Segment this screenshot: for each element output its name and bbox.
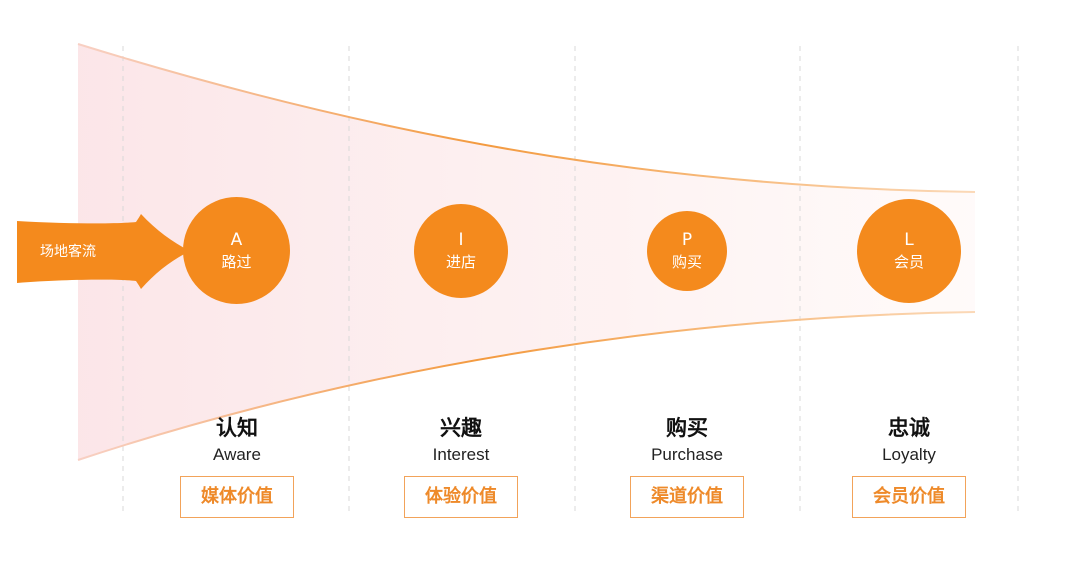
stage-info-interest: 兴趣 Interest 体验价值 [371, 414, 551, 518]
stage-title: 忠诚 [888, 416, 930, 440]
stage-circle-label: 进店 [445, 253, 476, 271]
stage-circle-label: 购买 [671, 253, 702, 271]
stage-letter: P [681, 230, 693, 250]
stage-info-aware: 认知 Aware 媒体价值 [147, 414, 327, 518]
stage-subtitle: Purchase [651, 445, 723, 464]
entry-arrow-shape [17, 214, 190, 289]
stage-title: 兴趣 [440, 416, 482, 440]
stage-value-box: 体验价值 [404, 476, 518, 518]
stage-subtitle: Aware [213, 445, 261, 464]
stage-circle-purchase: P 购买 [647, 211, 727, 291]
stage-title: 购买 [666, 416, 708, 440]
funnel-fill [78, 44, 975, 460]
stage-title: 认知 [216, 416, 258, 440]
stage-value-box: 渠道价值 [630, 476, 744, 518]
stage-letter: I [458, 230, 464, 250]
stage-letter: L [904, 230, 914, 250]
stage-circle-label: 路过 [221, 252, 252, 271]
stage-letter: A [230, 229, 243, 250]
stage-circle-interest: I 进店 [414, 204, 508, 298]
entry-arrow-label: 场地客流 [40, 244, 96, 260]
stage-info-purchase: 购买 Purchase 渠道价值 [597, 414, 777, 518]
stage-value-box: 会员价值 [852, 476, 966, 518]
funnel-bottom-edge [77, 311, 976, 461]
stage-subtitle: Loyalty [882, 445, 936, 464]
funnel-top-edge [77, 43, 976, 193]
stage-info-loyalty: 忠诚 Loyalty 会员价值 [819, 414, 999, 518]
stage-circle-loyalty: L 会员 [857, 199, 961, 303]
stage-circle-aware: A 路过 [183, 197, 290, 304]
stage-circle-label: 会员 [893, 253, 924, 271]
stage-value-box: 媒体价值 [180, 476, 294, 518]
stage-subtitle: Interest [432, 445, 490, 464]
